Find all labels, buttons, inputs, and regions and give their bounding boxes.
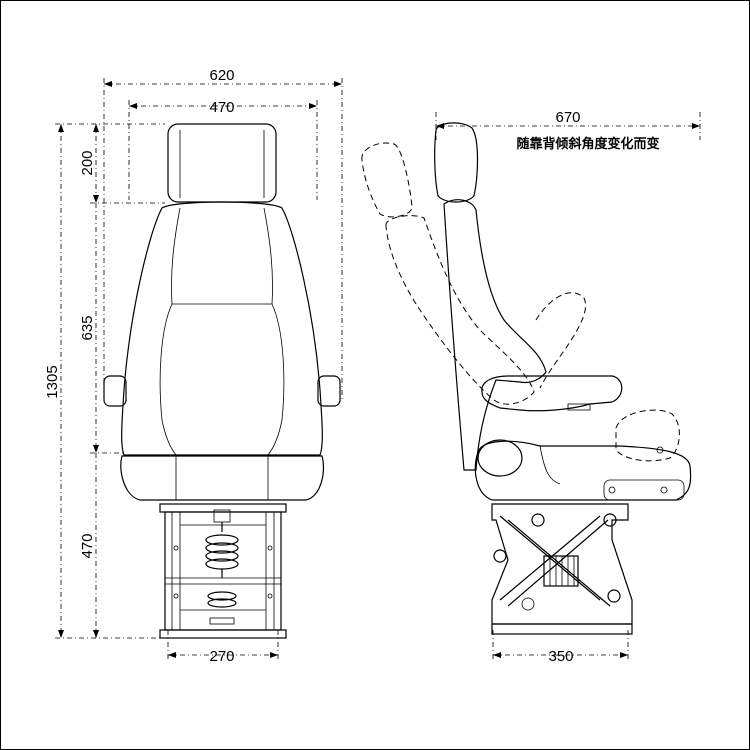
dim-base-height: 470 bbox=[79, 533, 96, 558]
side-view-seat bbox=[361, 122, 692, 635]
front-headrest bbox=[167, 123, 277, 203]
front-backrest bbox=[121, 201, 323, 456]
recline-annotation: 随靠背倾斜角度变化而变 bbox=[516, 136, 659, 151]
side-armrest bbox=[481, 375, 623, 412]
front-dimension-lines bbox=[55, 78, 343, 662]
front-right-armrest bbox=[317, 375, 341, 407]
dim-side-depth: 670 bbox=[555, 109, 580, 126]
dim-front-base-width: 270 bbox=[209, 648, 234, 665]
dim-front-total-width: 620 bbox=[209, 67, 234, 84]
dim-side-base-width: 350 bbox=[548, 648, 573, 665]
front-seat-cushion bbox=[120, 455, 325, 501]
front-suspension bbox=[159, 503, 287, 639]
side-suspension bbox=[491, 503, 633, 635]
dim-front-back-width: 470 bbox=[209, 99, 234, 116]
reclined-outline bbox=[361, 142, 680, 462]
side-dimension-lines bbox=[435, 112, 701, 662]
front-left-armrest bbox=[103, 375, 127, 407]
side-headrest bbox=[434, 122, 479, 203]
dim-backrest-height: 635 bbox=[79, 315, 96, 340]
side-backrest bbox=[443, 199, 547, 471]
dim-headrest-height: 200 bbox=[79, 150, 96, 175]
front-view-seat bbox=[103, 123, 341, 639]
dim-total-height: 1305 bbox=[44, 365, 61, 398]
side-seat-cushion bbox=[474, 440, 692, 501]
